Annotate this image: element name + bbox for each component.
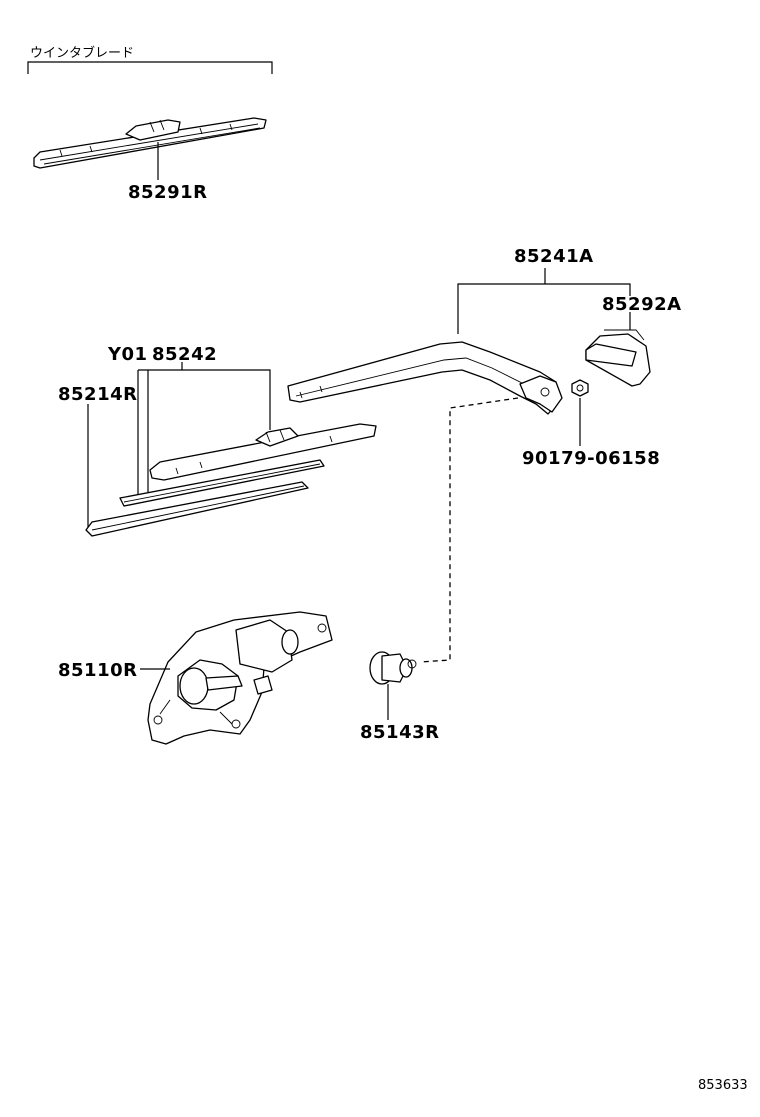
assembly-dashed-line: [419, 397, 519, 663]
part-label-blade-prefix[interactable]: Y01: [108, 344, 148, 365]
part-label-blade-rubber[interactable]: 85214R: [58, 384, 138, 405]
grommet-drawing: [369, 651, 417, 720]
part-label-nut[interactable]: 90179-06158: [522, 448, 661, 469]
part-label-blade-assy[interactable]: 85291R: [128, 182, 208, 203]
part-label-pivot-grommet[interactable]: 85143R: [360, 722, 440, 743]
winter-blade-bracket: [27, 61, 273, 74]
rear-blade-drawing: [119, 423, 377, 507]
nut-drawing: [571, 379, 589, 397]
motor-drawing: [140, 611, 333, 745]
part-label-arm-assy[interactable]: 85241A: [514, 246, 594, 267]
blade-rubber-drawing: [85, 481, 309, 537]
winter-blade-group-label: ウインタブレード: [30, 46, 135, 61]
part-label-blade[interactable]: 85242: [152, 344, 218, 365]
arm-leaders: [457, 268, 631, 446]
part-label-motor[interactable]: 85110R: [58, 660, 138, 681]
part-label-arm-cap[interactable]: 85292A: [602, 294, 682, 315]
winter-blade-drawing: [33, 117, 267, 180]
wiper-arm-drawing: [287, 341, 563, 415]
arm-cap-drawing: [585, 329, 651, 387]
blade-leaders: [87, 362, 271, 530]
figure-code: 853633: [698, 1078, 748, 1093]
